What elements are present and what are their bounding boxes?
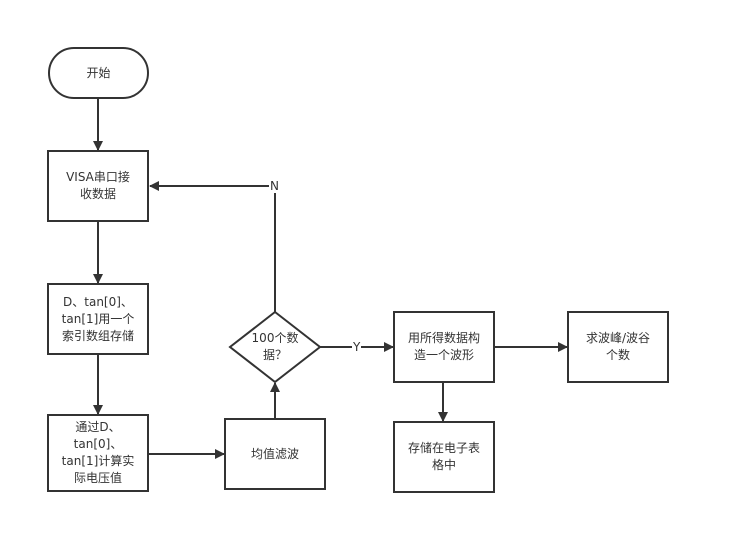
start-terminal: 开始 [48, 47, 149, 99]
edge-label-no: N [269, 179, 280, 193]
save-sheet-node: 存储在电子表 格中 [393, 421, 495, 493]
build-wave-node: 用所得数据构 造一个波形 [393, 311, 495, 383]
mean-filter-node: 均值滤波 [224, 418, 326, 490]
decision-diamond [228, 310, 322, 384]
store-index-node: D、tan[0]、 tan[1]用一个 索引数组存储 [47, 283, 149, 355]
count-peaks-node: 求波峰/波谷 个数 [567, 311, 669, 383]
edge-label-yes: Y [352, 340, 362, 354]
edge-decision-visa-no [149, 181, 276, 312]
decision-text: 100个数 据？ [251, 331, 299, 362]
calc-voltage-node: 通过D、 tan[0]、 tan[1]计算实 际电压值 [47, 414, 149, 492]
visa-receive-node: VISA串口接 收数据 [47, 150, 149, 222]
